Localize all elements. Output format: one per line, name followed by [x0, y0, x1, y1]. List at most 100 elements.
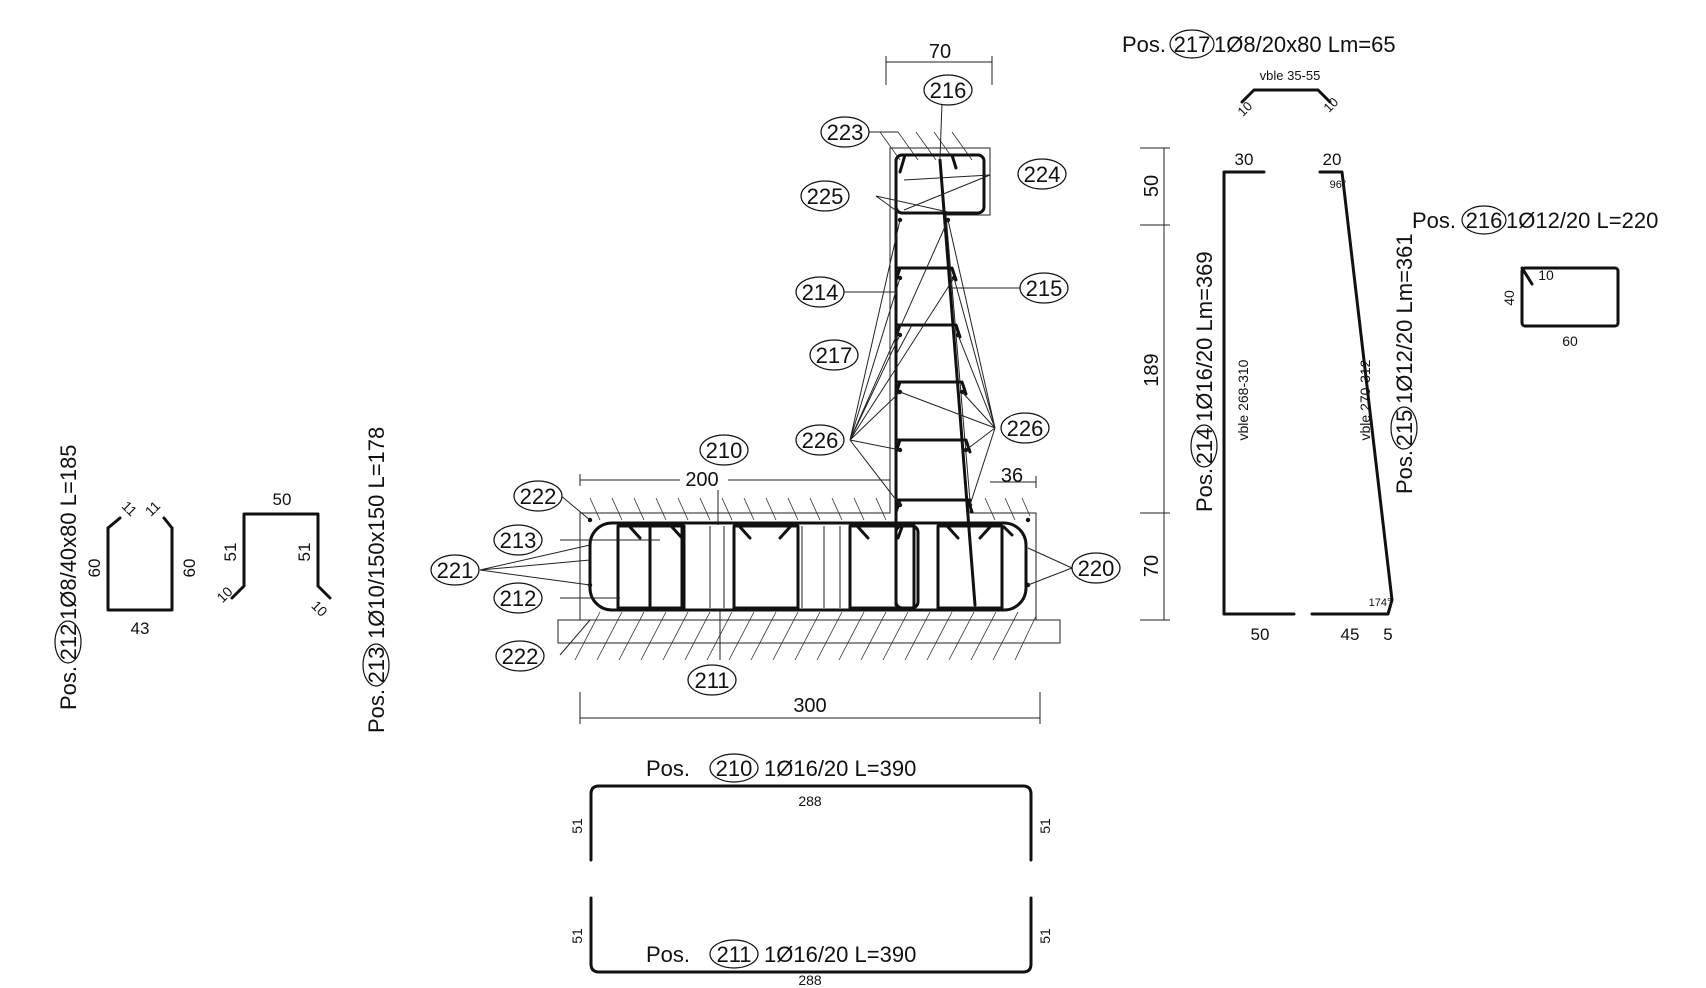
pos-210-d51b: 51 — [1037, 818, 1053, 834]
pos-215-vble: vble 270-312 — [1357, 359, 1373, 440]
bubble-217: 217 — [816, 343, 853, 368]
pos-213-num: 213 — [364, 647, 389, 684]
pos-213-detail: 50 51 51 10 10 Pos. 213 1Ø10/150x150 L=1… — [213, 427, 390, 733]
pos-210-d288: 288 — [798, 793, 822, 809]
pos-212-label: Pos. — [56, 666, 81, 710]
pos-215-label: Pos. — [1392, 450, 1417, 494]
pos-212-d60b: 60 — [180, 559, 199, 578]
pos-217-vble: vble 35-55 — [1260, 68, 1321, 83]
pos-210-label: Pos. — [646, 756, 690, 781]
pos-215-a96: 96° — [1330, 179, 1347, 191]
pos-213-d10b: 10 — [308, 597, 330, 619]
bubble-210: 210 — [706, 438, 743, 463]
pos-212-d60a: 60 — [85, 559, 104, 578]
bar-212-c — [848, 524, 916, 610]
pos-215-d5: 5 — [1383, 625, 1392, 644]
wall-section: 70 200 36 300 50 189 70 216 223 224 225 … — [430, 41, 1170, 724]
dim-h50: 50 — [1141, 175, 1163, 197]
pos-217-d10a: 10 — [1234, 98, 1255, 119]
pos-214-d50: 50 — [1251, 625, 1270, 644]
pos-213-d51a: 51 — [221, 543, 240, 562]
pos-212-d11b: 11 — [142, 498, 164, 520]
bar-214-shape — [1222, 170, 1296, 616]
dim-base: 300 — [793, 695, 826, 717]
dim-h189: 189 — [1141, 353, 1163, 386]
pos-212-num: 212 — [56, 624, 81, 661]
bubble-214: 214 — [802, 280, 839, 305]
pos-213-label: Pos. — [364, 689, 389, 733]
dim-stem-top: 70 — [929, 41, 951, 63]
bubble-216: 216 — [930, 78, 967, 103]
pos-211-detail: Pos. 211 1Ø16/20 L=390 288 51 51 — [569, 896, 1053, 988]
bar-213 — [648, 524, 686, 610]
bubble-226-left: 226 — [802, 428, 839, 453]
pos-216-d60: 60 — [1562, 333, 1578, 349]
bar-213-shape — [230, 512, 332, 600]
pos-214-d30: 30 — [1235, 150, 1254, 169]
pos-215-d45: 45 — [1341, 625, 1360, 644]
pos-216-d40: 40 — [1501, 290, 1517, 306]
bubble-226-right: 226 — [1007, 416, 1044, 441]
pos-214-vble: vble 268-310 — [1235, 359, 1251, 440]
pos-212-spec: 1Ø8/40x80 L=185 — [56, 444, 81, 620]
pos-211-d51a: 51 — [569, 928, 585, 944]
bubble-224: 224 — [1024, 162, 1061, 187]
dim-heel: 200 — [685, 469, 718, 491]
bubble-225: 225 — [807, 184, 844, 209]
bar-212-shape — [106, 526, 174, 612]
pos-216-label: Pos. — [1412, 208, 1456, 233]
pos-216-num: 216 — [1466, 208, 1503, 233]
pos-215-num: 215 — [1392, 410, 1417, 447]
bubble-211: 211 — [694, 668, 729, 693]
pos-217-label: Pos. — [1122, 32, 1166, 57]
bar-211-shape — [589, 896, 1033, 974]
pos-217-detail: Pos. 217 1Ø8/20x80 Lm=65 vble 35-55 10 1… — [1122, 29, 1396, 119]
pos-210-d51a: 51 — [569, 818, 585, 834]
pos-213-d51b: 51 — [295, 543, 314, 562]
pos-215-a174: 174° — [1369, 597, 1392, 609]
bar-210-shape — [589, 784, 1033, 862]
pos-216-spec: 1Ø12/20 L=220 — [1506, 208, 1658, 233]
pos-212-detail: 60 60 43 11 11 Pos. 212 1Ø8/40x80 L=185 — [54, 444, 199, 710]
pos-214-label: Pos. — [1192, 468, 1217, 512]
pos-210-detail: Pos. 210 1Ø16/20 L=390 288 51 51 — [569, 753, 1053, 862]
bar-226-dots — [587, 217, 1031, 588]
base-rebar-cage — [588, 521, 1028, 612]
bubble-222-bottom: 222 — [502, 644, 539, 669]
dim-toe: 36 — [1001, 465, 1023, 487]
pos-210-spec: 1Ø16/20 L=390 — [764, 756, 916, 781]
bar-215-shape — [1310, 170, 1394, 616]
pos-211-num: 211 — [716, 942, 751, 967]
stem-rebar-cage — [587, 153, 1031, 607]
pos-211-spec: 1Ø16/20 L=390 — [764, 942, 916, 967]
pos-210-num: 210 — [716, 756, 753, 781]
bubble-222-top: 222 — [520, 484, 557, 509]
pos-213-d50: 50 — [273, 490, 292, 509]
bubble-223: 223 — [827, 120, 864, 145]
bar-217 — [894, 266, 972, 502]
bubble-213: 213 — [500, 528, 537, 553]
position-bubbles: 216 223 224 225 214 215 217 226 226 210 … — [430, 74, 1121, 696]
pos-215-spec: 1Ø12/20 Lm=361 — [1392, 233, 1417, 404]
pos-216-detail: Pos. 216 1Ø12/20 L=220 10 40 60 — [1412, 205, 1658, 349]
bar-216-shape — [1520, 266, 1620, 328]
pos-211-label: Pos. — [646, 942, 690, 967]
bubble-215: 215 — [1026, 276, 1063, 301]
pos-214-detail: 30 50 vble 268-310 Pos. 214 1Ø16/20 Lm=3… — [1190, 150, 1296, 644]
pos-211-d288: 288 — [798, 972, 822, 988]
bar-212-b — [732, 524, 800, 610]
pos-213-spec: 1Ø10/150x150 L=178 — [364, 427, 389, 639]
bubble-212: 212 — [500, 586, 537, 611]
pos-212-d43: 43 — [131, 619, 150, 638]
bubble-220: 220 — [1078, 556, 1115, 581]
pos-213-d10a: 10 — [213, 583, 235, 605]
section-dimensions — [579, 56, 1170, 724]
pos-212-d11a: 11 — [119, 498, 141, 520]
pos-216-d10: 10 — [1538, 267, 1554, 283]
dim-h70: 70 — [1141, 555, 1163, 577]
pos-214-spec: 1Ø16/20 Lm=369 — [1192, 251, 1217, 422]
pos-215-d20: 20 — [1323, 150, 1342, 169]
leader-lines — [479, 102, 1073, 660]
pos-215-detail: 20 96° 174° 45 5 vble 270-312 Pos. 215 1… — [1310, 150, 1418, 644]
